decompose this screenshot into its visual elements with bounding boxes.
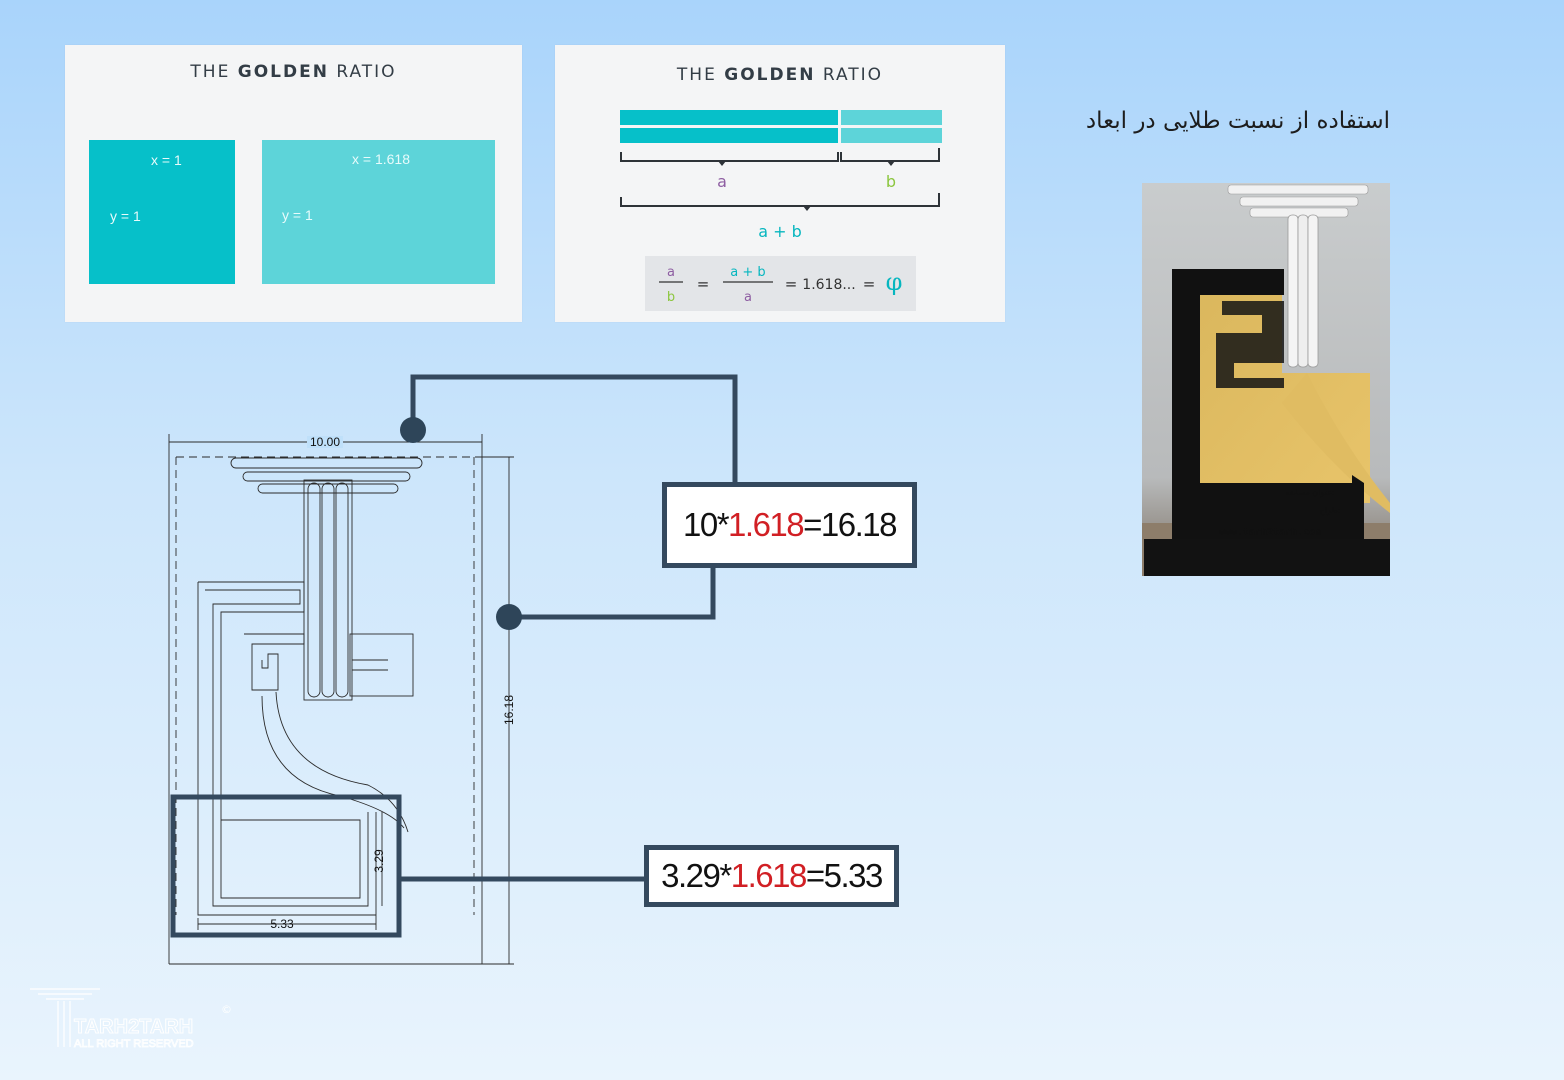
plaque-url: www.tarh2tarh.com [1219, 527, 1321, 538]
connector-dot-middle [496, 604, 522, 630]
dim-base-width-label: 5.33 [270, 917, 294, 931]
golden-ratio-card-segments: THE GOLDEN RATIO a b a + b a b = a + b a… [555, 45, 1005, 322]
connector-middle [509, 566, 716, 620]
tarh2tarh-logo: TARH2TARH ALL RIGHT RESERVED © [30, 988, 232, 1050]
card-title: THE GOLDEN RATIO [190, 62, 397, 82]
segment-a-bar-lower [620, 128, 838, 143]
unit-square: x = 1 y = 1 [89, 140, 235, 284]
formula2-ratio: 1.618 [730, 857, 808, 894]
card-title: THE GOLDEN RATIO [676, 65, 884, 85]
rectangle-x-label: x = 1.618 [352, 151, 410, 167]
plaque-line-1: عنوان مسابقه: [1285, 488, 1334, 497]
equation-box [645, 256, 916, 311]
dim-height-label: 16.18 [502, 695, 516, 725]
trophy-photo: عنوان مسابقه: طراح: www.tarh2tarh.com [1142, 183, 1390, 576]
frac1-denominator: b [667, 290, 675, 305]
golden-rectangle: x = 1.618 y = 1 [262, 140, 495, 284]
formula2-right: =5.33 [805, 857, 884, 894]
formula-base-box: 3.29*1.618=5.33 [644, 845, 899, 907]
logo-name: TARH2TARH [74, 1016, 193, 1038]
phi-symbol: φ [886, 268, 903, 296]
formula1-left: 10* [682, 506, 730, 543]
bracket-a [620, 152, 839, 162]
connector-dot-top [400, 417, 426, 443]
equals-1: = [697, 275, 710, 293]
frac1-numerator: a [667, 265, 675, 280]
label-b: b [886, 172, 896, 191]
equals-3: = [863, 275, 876, 293]
rectangle-y-label: y = 1 [282, 207, 313, 223]
formula-height-box: 10*1.618=16.18 [662, 482, 917, 568]
label-a: a [717, 172, 727, 191]
golden-ratio-card-squares: THE GOLDEN RATIO x = 1 y = 1 x = 1.618 y… [65, 45, 522, 322]
logo-copyright: © [221, 1003, 232, 1016]
segment-a-bar [620, 110, 838, 125]
square-x-label: x = 1 [151, 152, 182, 168]
bracket-ab [620, 193, 940, 207]
dim-base-height-label: 3.29 [372, 849, 386, 873]
persian-heading: استفاده از نسبت طلایی در ابعاد [1085, 108, 1390, 134]
frac2-denominator: a [744, 290, 752, 305]
formula1-right: =16.18 [803, 506, 897, 543]
frac2-numerator: a + b [730, 265, 765, 280]
plaque-line-2: طراح: [1320, 506, 1341, 515]
segment-b-bar [841, 110, 942, 125]
connector-top [410, 374, 738, 485]
dim-width-label: 10.00 [310, 435, 340, 449]
formula2-left: 3.29* [661, 857, 732, 894]
base-highlight-box [170, 794, 402, 938]
segment-diagram: a b a + b a b = a + b a = 1.618... = φ [620, 110, 942, 311]
formula1-ratio: 1.618 [728, 506, 805, 543]
equals-2: = [785, 275, 798, 293]
square-y-label: y = 1 [110, 208, 141, 224]
logo-subtitle: ALL RIGHT RESERVED [74, 1038, 194, 1050]
ratio-value: 1.618... [802, 277, 855, 293]
label-a-plus-b: a + b [758, 222, 802, 241]
segment-b-bar-lower [841, 128, 942, 143]
